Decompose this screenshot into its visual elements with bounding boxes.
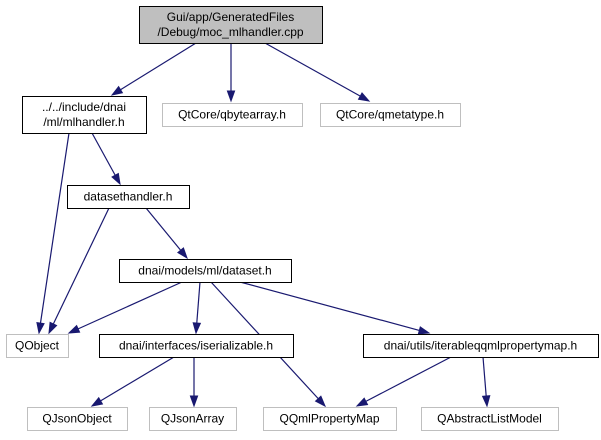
node-label: QtCore/qmetatype.h [336, 108, 444, 122]
edge-iserializable-to-qjsonarray [189, 357, 199, 408]
edge-datasethandler-to-qobject [48, 207, 110, 335]
edge-line [100, 356, 175, 402]
arrowhead-icon [189, 395, 199, 408]
node-label: datasethandler.h [84, 190, 173, 204]
node-box [162, 103, 303, 127]
edge-iterablemap-to-qqmlpropertymap [355, 356, 452, 407]
edge-mlhandler-to-datasethandler [91, 132, 121, 186]
edge-dataset-to-iserializable [192, 281, 202, 335]
arrowhead-icon [48, 321, 58, 335]
edges-layer [36, 42, 491, 408]
edge-line [264, 42, 361, 97]
node-dataset[interactable]: dnai/models/ml/dataset.h [119, 259, 292, 283]
node-box [67, 185, 190, 209]
node-box [6, 334, 69, 358]
arrowhead-icon [355, 397, 369, 407]
node-label: ../../include/dnai [42, 100, 126, 114]
node-label: QObject [15, 339, 60, 353]
edge-dataset-to-qobject [67, 281, 183, 334]
node-qqmlpropertymap: QQmlPropertyMap [263, 407, 397, 431]
edge-line [91, 132, 116, 176]
node-label: QAbstractListModel [437, 412, 542, 426]
edge-line [77, 281, 183, 330]
arrowhead-icon [67, 324, 81, 334]
node-label: Gui/app/GeneratedFiles [167, 10, 294, 24]
node-box [22, 96, 147, 134]
arrowhead-icon [417, 326, 431, 335]
node-box [263, 407, 397, 431]
node-iterablemap[interactable]: dnai/utils/iterableqqmlpropertymap.h [363, 334, 599, 358]
node-box [149, 407, 237, 431]
arrowhead-icon [90, 396, 104, 407]
node-box [27, 407, 128, 431]
edge-line [196, 281, 201, 324]
edge-line [39, 132, 70, 324]
edge-moc-to-qmetatype [264, 42, 371, 102]
edge-line [52, 207, 110, 325]
node-label: dnai/utils/iterableqqmlpropertymap.h [384, 339, 577, 353]
edge-line [482, 356, 487, 397]
arrowhead-icon [111, 172, 121, 186]
node-qbytearray: QtCore/qbytearray.h [162, 103, 303, 127]
edge-moc-to-qbytearray [226, 43, 236, 103]
node-iserializable[interactable]: dnai/interfaces/iserializable.h [99, 334, 294, 358]
node-qobject: QObject [6, 334, 69, 358]
node-datasethandler[interactable]: datasethandler.h [67, 185, 190, 209]
edge-line [145, 207, 182, 251]
node-box [139, 6, 323, 44]
node-box [421, 407, 559, 431]
node-label: QQmlPropertyMap [279, 412, 379, 426]
edge-moc-to-mlhandler [110, 42, 197, 96]
node-label: dnai/models/ml/dataset.h [138, 264, 271, 278]
node-box [99, 334, 294, 358]
node-box [320, 103, 461, 127]
edge-line [239, 281, 420, 331]
edge-line [365, 356, 452, 402]
node-qmetatype: QtCore/qmetatype.h [320, 103, 461, 127]
edge-line [120, 42, 197, 91]
node-label: QJsonObject [42, 412, 112, 426]
arrowhead-icon [226, 90, 236, 103]
nodes-layer: Gui/app/GeneratedFiles/Debug/moc_mlhandl… [6, 6, 599, 431]
edge-iterablemap-to-qabstractlistmodel [481, 356, 491, 408]
node-label: QtCore/qbytearray.h [178, 108, 286, 122]
arrowhead-icon [481, 395, 491, 408]
edge-mlhandler-to-qobject [36, 132, 70, 335]
arrowhead-icon [192, 322, 202, 335]
node-label: /ml/mlhandler.h [43, 115, 124, 129]
node-qjsonarray: QJsonArray [149, 407, 237, 431]
edge-iserializable-to-qjsonobject [90, 356, 175, 407]
node-qabstractlistmodel: QAbstractListModel [421, 407, 559, 431]
node-label: dnai/interfaces/iserializable.h [119, 339, 273, 353]
node-label: /Debug/moc_mlhandler.cpp [157, 25, 303, 39]
node-box [119, 259, 292, 283]
arrowhead-icon [314, 395, 326, 408]
arrowhead-icon [357, 92, 371, 102]
node-label: QJsonArray [161, 412, 224, 426]
node-moc: Gui/app/GeneratedFiles/Debug/moc_mlhandl… [139, 6, 323, 44]
node-box [363, 334, 599, 358]
node-mlhandler[interactable]: ../../include/dnai/ml/mlhandler.h [22, 96, 147, 134]
arrowhead-icon [36, 321, 45, 335]
arrowhead-icon [110, 85, 124, 96]
edge-datasethandler-to-dataset [145, 207, 188, 260]
arrowhead-icon [177, 247, 188, 260]
node-qjsonobject: QJsonObject [27, 407, 128, 431]
edge-dataset-to-iterablemap [239, 281, 431, 335]
